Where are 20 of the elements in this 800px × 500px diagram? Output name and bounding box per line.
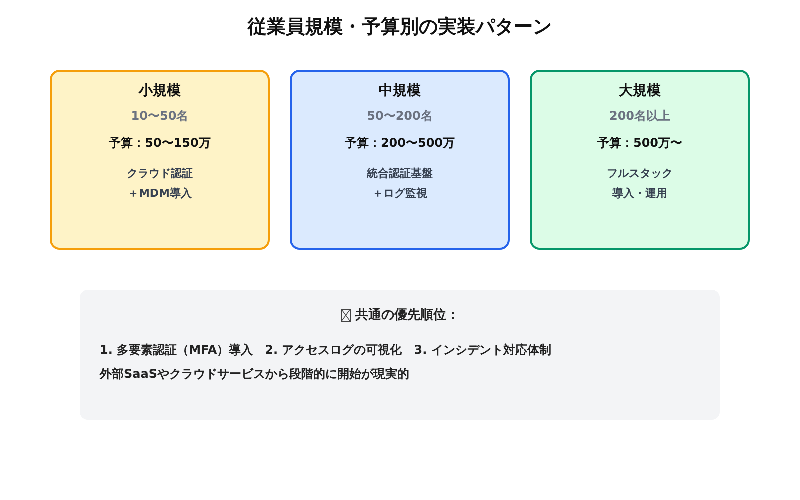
budget-text: 予算：500万〜 (596, 135, 684, 152)
diagram-title: 従業員規模・予算別の実装パターン (246, 15, 553, 40)
note-panel (80, 290, 720, 420)
headcount-text: 50〜200名 (366, 108, 434, 125)
card-heading: 中規模 (378, 82, 422, 100)
description-text: 統合認証基盤＋ログ監視 (366, 166, 434, 202)
tier-card (530, 70, 750, 250)
tier-card (290, 70, 510, 250)
headcount-text: 10〜50名 (130, 108, 190, 125)
card-heading: 大規模 (618, 82, 662, 100)
note-heading: 共通の優先順位： (356, 307, 460, 324)
budget-text: 予算：50〜150万 (108, 135, 212, 152)
headcount-text: 200名以上 (608, 108, 672, 125)
note-line: 外部SaaSやクラウドサービスから段階的に開始が現実的 (100, 366, 410, 383)
description-text: クラウド認証＋MDM導入 (126, 166, 194, 202)
tier-card (50, 70, 270, 250)
card-heading: 小規模 (138, 82, 182, 100)
description-text: フルスタック導入・運用 (606, 166, 674, 202)
note-line: 1. 多要素認証（MFA）導入 2. アクセスログの可視化 3. インシデント対応体制 (100, 342, 552, 359)
budget-text: 予算：200〜500万 (344, 135, 456, 152)
